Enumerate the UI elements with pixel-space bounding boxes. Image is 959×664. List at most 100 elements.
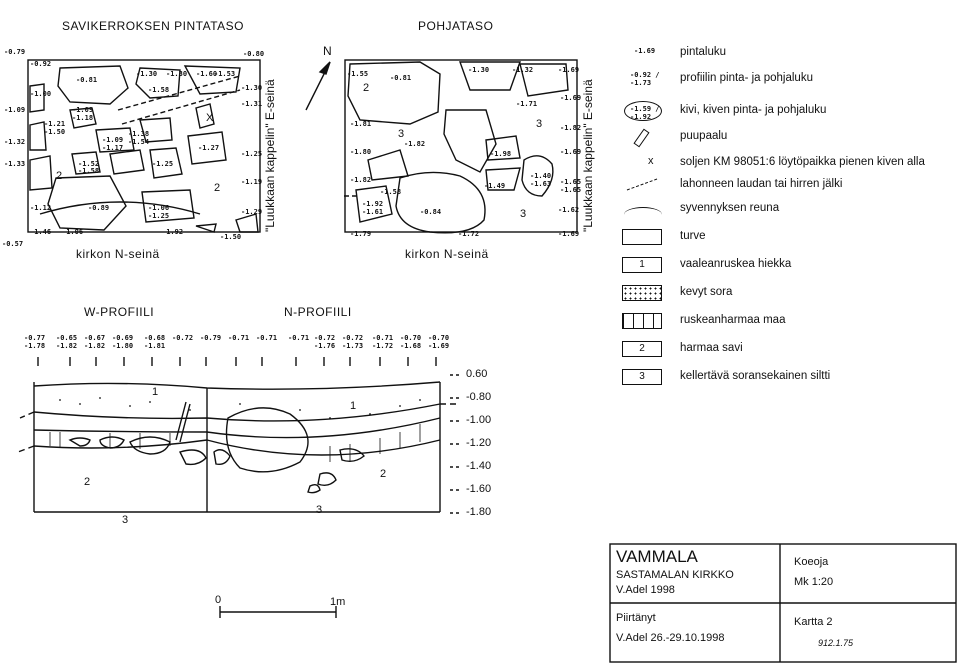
plan-value: -1.31	[241, 100, 263, 108]
plan-value: -1.82	[404, 140, 426, 148]
profile-stone	[99, 436, 125, 449]
plan-value: -1.72	[458, 230, 480, 238]
title-drawn-label: Piirtänyt	[616, 612, 656, 624]
profile-bottom-value: -1.82	[56, 342, 78, 350]
plan-value: -0.81	[390, 74, 412, 82]
left-plan-stone	[47, 175, 127, 231]
plan-zone-number: 2	[56, 170, 63, 182]
plan-value: -1.06	[62, 228, 84, 236]
profile-layer-label: 1	[350, 400, 357, 412]
depth-label: 0.60	[466, 368, 488, 380]
plan-value: -0.92	[30, 60, 52, 68]
plan-value: -1.30	[136, 70, 158, 78]
right-plan-stone	[485, 167, 521, 191]
profile-bottom-value: -1.82	[84, 342, 106, 350]
plan-value: -1.21	[44, 120, 66, 128]
legend-text: turve	[680, 230, 706, 242]
plan-value: -1.50	[220, 233, 242, 241]
plan-value: -1.82	[560, 124, 582, 132]
depth-label: -1.00	[466, 414, 492, 426]
legend-value: 3	[622, 369, 662, 385]
legend-value: 2	[622, 341, 662, 357]
legend-text: vaaleanruskea hiekka	[680, 258, 792, 270]
plan-value: -1.58	[380, 188, 402, 196]
plan-value: -1.65	[560, 186, 582, 194]
plan-value: -1.33	[4, 160, 26, 168]
legend-row-earth: ruskeanharmaa maa	[620, 310, 785, 330]
profile-top-value: -0.68	[144, 334, 166, 342]
plan-zone-number: 3	[520, 208, 527, 220]
plan-value: -1.58	[78, 167, 100, 175]
depth-label: -1.80	[466, 506, 492, 518]
legend-row-gravel: kevyt sora	[620, 282, 732, 302]
plan-value: -1.55	[347, 70, 369, 78]
profile-top-value: -0.67	[84, 334, 106, 342]
plan-value: -1.18	[72, 114, 94, 122]
right-church-wall-label: kirkon N-seinä	[405, 247, 489, 261]
profile-post	[175, 401, 187, 441]
north-arrowhead	[318, 61, 331, 75]
legend-text: lahonneen laudan tai hirren jälki	[680, 178, 843, 190]
plan-value: -0.57	[2, 240, 24, 248]
plan-value: -1.53	[214, 70, 236, 78]
plan-value: -0.84	[420, 208, 442, 216]
left-plan-stone	[109, 149, 145, 175]
plan-value: -1.71	[516, 100, 538, 108]
plan-value: -1.61	[362, 208, 384, 216]
plan-value: -1.60	[196, 70, 218, 78]
plan-value: -1.63	[530, 180, 552, 188]
legend-text: pintaluku	[680, 46, 727, 58]
plan-value: -1.09	[102, 136, 124, 144]
plan-value: -1.80	[350, 148, 372, 156]
depth-label: -1.40	[466, 460, 492, 472]
profile-top-value: -0.70	[428, 334, 450, 342]
profile-gravel-base	[33, 417, 441, 439]
left-plan-stone	[187, 131, 227, 165]
profile-bottom-value: -1.72	[372, 342, 394, 350]
profile-earth-base	[33, 439, 441, 456]
plan-value: -1.50	[44, 128, 66, 136]
profile-top-value: -0.71	[288, 334, 310, 342]
right-chapel-wall-label: "Luukkaan kappelin" E-seinä	[581, 79, 595, 232]
title-note: 912.1.75	[818, 638, 854, 648]
profile-stone	[129, 436, 171, 455]
profile-dashed	[17, 445, 35, 453]
plan-value: -1.06	[148, 204, 170, 212]
profile-earth-hatch	[49, 424, 421, 462]
title-map: Kartta 2	[794, 616, 833, 628]
profile-bottom-value: -1.68	[400, 342, 422, 350]
left-plan-stone	[95, 127, 135, 153]
profile-bottom-value: -1.81	[144, 342, 166, 350]
left-plan-stone	[141, 189, 195, 223]
plan-value: -1.09	[4, 106, 26, 114]
left-plan-stone	[29, 83, 45, 113]
right-plan-stone	[367, 149, 409, 181]
right-plan-stone	[521, 155, 554, 197]
plan-value: -1.92	[362, 200, 384, 208]
profile-bottom-value: -1.80	[112, 342, 134, 350]
plan-value: -1.81	[350, 120, 372, 128]
plan-value: -1.25	[148, 212, 170, 220]
profile-post	[179, 403, 191, 443]
plan-value: -0.79	[4, 48, 26, 56]
profile-top-value: -0.69	[112, 334, 134, 342]
north-label: N	[323, 44, 333, 58]
plan-value: -1.12	[30, 204, 52, 212]
profile-layer-label: 1	[152, 386, 159, 398]
profile-top-value: -0.77	[24, 334, 46, 342]
depth-label: -1.60	[466, 483, 492, 495]
plan-value: -1.40	[530, 172, 552, 180]
profile-top-value: -0.72	[172, 334, 194, 342]
legend-text: ruskeanharmaa maa	[680, 314, 786, 326]
profile-layer-label: 3	[316, 504, 323, 516]
profile-bottom-value: -1.73	[342, 342, 364, 350]
left-plan-stone	[149, 147, 183, 179]
plan-value: -1.98	[490, 150, 512, 158]
legend-row-surface: -1.69 pintaluku	[620, 42, 726, 62]
right-plan-stone	[519, 63, 569, 97]
left-plan-stone	[195, 223, 217, 233]
left-plan-stone	[57, 65, 129, 105]
profile-stone	[68, 437, 91, 447]
right-plan-stone	[443, 109, 497, 173]
left-plan-stone	[29, 121, 47, 151]
